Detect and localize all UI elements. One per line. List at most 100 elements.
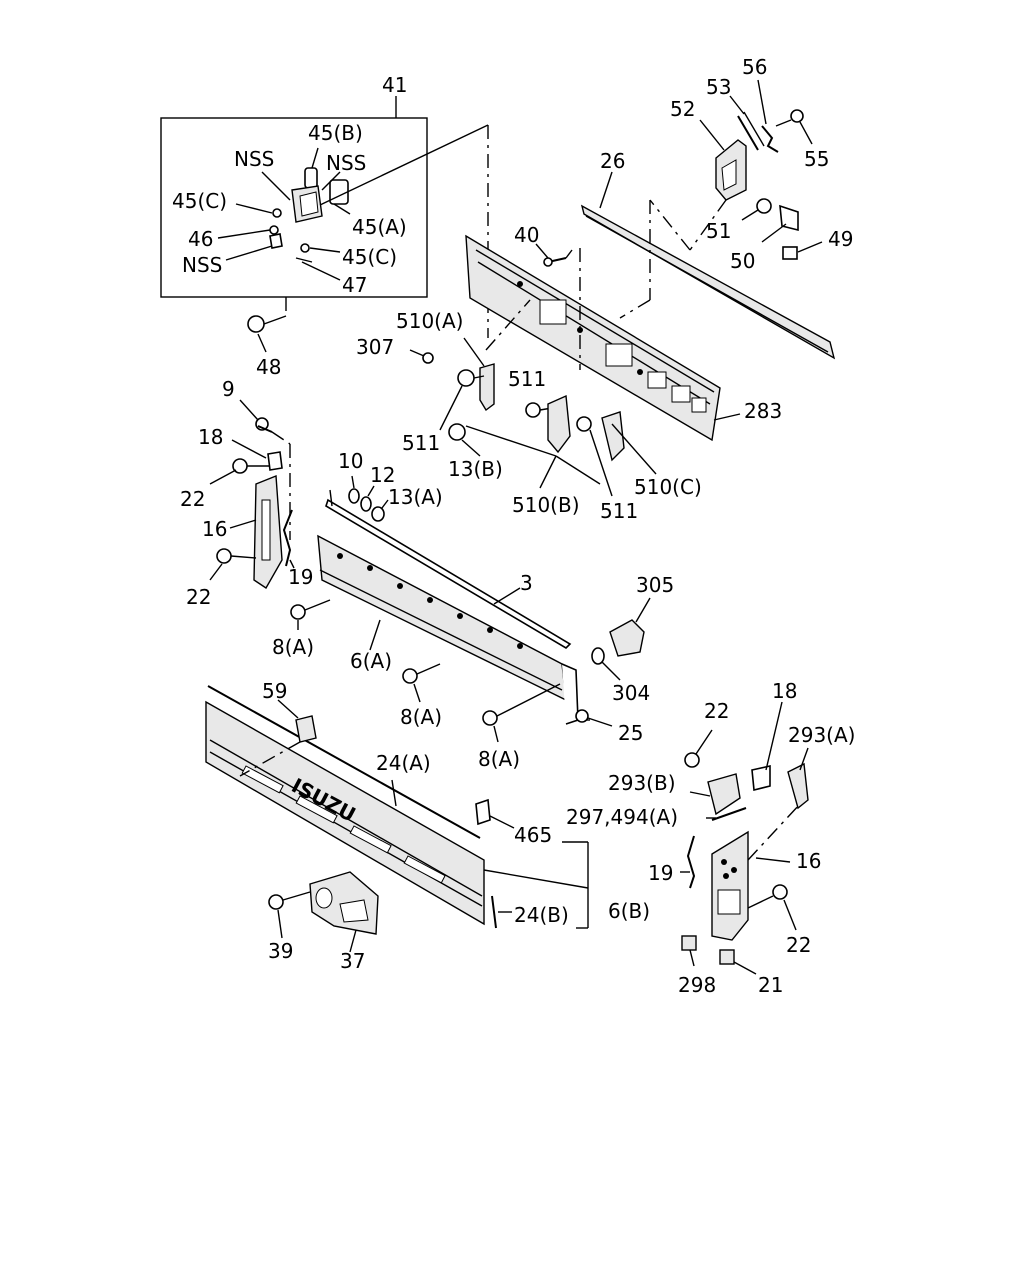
- callout-12: 12: [370, 463, 395, 487]
- callout-510b: 510(B): [512, 493, 580, 517]
- callout-46: 46: [188, 227, 213, 251]
- callout-293a: 293(A): [788, 723, 855, 747]
- inset-assembly-41: [160, 96, 489, 338]
- callout-16-right: 16: [796, 849, 821, 873]
- cap-293b: [689, 773, 741, 816]
- callout-37: 37: [340, 949, 365, 973]
- callout-55: 55: [804, 147, 829, 171]
- callout-511-b: 511: [402, 431, 440, 455]
- callout-8a-2: 8(A): [400, 705, 442, 729]
- callout-39: 39: [268, 939, 293, 963]
- rear-panel-283: [465, 230, 741, 442]
- callout-45c-1: 45(C): [172, 189, 227, 213]
- bracket-510c: [601, 411, 657, 475]
- callout-3: 3: [520, 571, 533, 595]
- fastener-9: [239, 399, 291, 540]
- nut-13b: [448, 423, 557, 457]
- callout-50: 50: [730, 249, 755, 273]
- callout-41: 41: [382, 73, 407, 97]
- callout-26: 26: [600, 149, 625, 173]
- callout-nss-1: NSS: [234, 147, 274, 171]
- bolt-39: [268, 891, 311, 939]
- strip-3: [325, 489, 572, 650]
- callout-18-right: 18: [772, 679, 797, 703]
- seal-19-right: [680, 835, 696, 889]
- bolt-511c: [576, 416, 613, 497]
- callout-45a: 45(A): [352, 215, 407, 239]
- callout-283: 283: [744, 399, 782, 423]
- callout-45b: 45(B): [308, 121, 363, 145]
- seal-297: [706, 807, 747, 821]
- callout-293b: 293(B): [608, 771, 676, 795]
- callout-45c-2: 45(C): [342, 245, 397, 269]
- bolt-8a-3: [482, 683, 561, 743]
- callout-47: 47: [342, 273, 367, 297]
- bolt-22b: [209, 548, 257, 581]
- bracket-510b: [539, 394, 601, 489]
- callout-22-a: 22: [180, 487, 205, 511]
- callout-305: 305: [636, 573, 674, 597]
- callout-511-c: 511: [600, 499, 638, 523]
- weatherstrip-26: [580, 171, 836, 360]
- clip-18-right: [751, 701, 783, 792]
- callout-59: 59: [262, 679, 287, 703]
- callout-nss-3: NSS: [182, 253, 222, 277]
- bolt-8a-2: [402, 663, 441, 703]
- screw-307: [409, 349, 434, 364]
- bolt-511b: [525, 402, 553, 418]
- washer-10: [348, 475, 360, 504]
- washer-12: [360, 485, 375, 512]
- callout-510c: 510(C): [634, 475, 702, 499]
- callout-510a: 510(A): [396, 309, 463, 333]
- callout-307: 307: [356, 335, 394, 359]
- callout-56: 56: [742, 55, 767, 79]
- bolt-49: [782, 241, 823, 260]
- nut-51: [741, 198, 772, 221]
- callout-51: 51: [706, 219, 731, 243]
- bolt-511a: [439, 369, 485, 431]
- callout-6a: 6(A): [350, 649, 392, 673]
- nut-13a: [371, 499, 389, 522]
- screw-55: [775, 109, 813, 145]
- bolt-8a-1: [290, 599, 331, 630]
- bolt-48: [247, 315, 287, 353]
- callout-25: 25: [618, 721, 643, 745]
- clip-18-left: [231, 439, 283, 471]
- callout-52: 52: [670, 97, 695, 121]
- bolt-22a: [209, 458, 270, 485]
- bracket-305: [609, 597, 651, 657]
- clip-56: [757, 79, 779, 153]
- callout-8a-3: 8(A): [478, 747, 520, 771]
- callout-511-a: 511: [508, 367, 546, 391]
- callout-24b: 24(B): [514, 903, 569, 927]
- callout-18-left: 18: [198, 425, 223, 449]
- callout-6b: 6(B): [608, 899, 650, 923]
- callout-8a-1: 8(A): [272, 635, 314, 659]
- strap-53: [729, 95, 765, 151]
- callout-22-b: 22: [186, 585, 211, 609]
- callout-labels: 41 45(B) NSS NSS 45(C) 45(A) 46 45(C) NS…: [172, 55, 855, 997]
- callout-16-left: 16: [202, 517, 227, 541]
- bracket-50: [761, 204, 799, 243]
- hinge-bracket-52: [649, 119, 747, 251]
- callout-19-right: 19: [648, 861, 673, 885]
- washer-304: [591, 647, 621, 681]
- callout-298: 298: [678, 973, 716, 997]
- callout-24a: 24(A): [376, 751, 431, 775]
- callout-22-d: 22: [786, 933, 811, 957]
- callout-53: 53: [706, 75, 731, 99]
- callout-48: 48: [256, 355, 281, 379]
- callout-9: 9: [222, 377, 235, 401]
- strip-24a: [391, 779, 397, 807]
- callout-304: 304: [612, 681, 650, 705]
- callout-19-left: 19: [288, 565, 313, 589]
- bolt-22d: [747, 884, 797, 931]
- callout-465: 465: [514, 823, 552, 847]
- bracket-16-right: [711, 803, 801, 941]
- callout-nss-2: NSS: [326, 151, 366, 175]
- seal-19-left: [282, 509, 295, 569]
- bracket-37: [309, 871, 379, 953]
- bolt-22c: [684, 729, 713, 768]
- callout-22-c: 22: [704, 699, 729, 723]
